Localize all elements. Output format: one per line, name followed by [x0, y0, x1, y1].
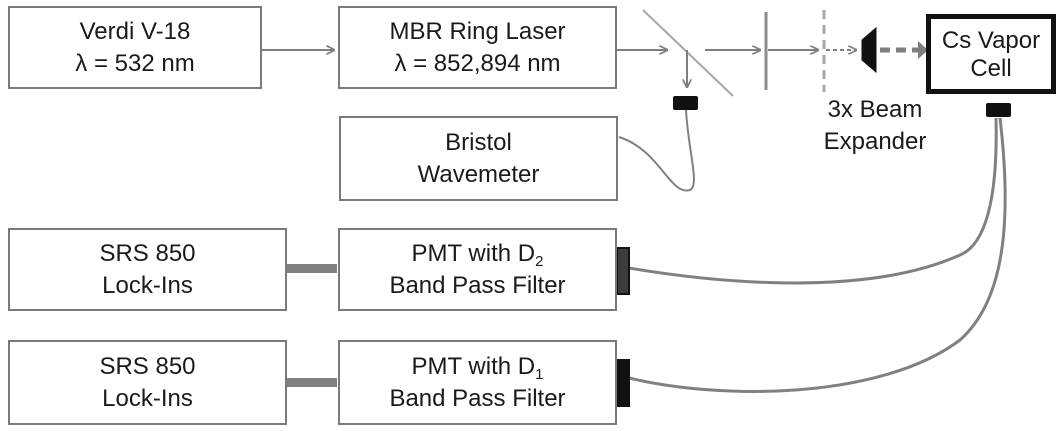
verdi-pump-laser-box: Verdi V-18 λ = 532 nm	[8, 6, 262, 89]
verdi-wavelength: λ = 532 nm	[75, 49, 195, 77]
cs-cell-label-2: Cell	[970, 55, 1012, 82]
wavemeter-type: Wavemeter	[417, 160, 540, 188]
expanded-beam-arrowhead	[918, 41, 928, 59]
lockin-top-box: SRS 850 Lock-Ins	[8, 228, 287, 311]
fiber-coupler-cell	[986, 103, 1011, 117]
pmt-d1-box: PMT with D1 Band Pass Filter	[338, 340, 617, 425]
fiber-to-wavemeter	[618, 109, 695, 192]
cable-lockin-pmt-d2	[287, 264, 337, 273]
cs-cell-label-1: Cs Vapor	[941, 27, 1041, 54]
fiber-cell-to-pmt-d2	[628, 117, 998, 285]
ring-laser-box: MBR Ring Laser λ = 852,894 nm	[338, 6, 617, 89]
beam-expander-label-2: Expander	[823, 128, 927, 155]
fiber-coupler-wavemeter	[673, 96, 698, 110]
lockin-top-model: SRS 850	[99, 239, 196, 267]
verdi-model: Verdi V-18	[79, 17, 191, 45]
pmt-d2-fiber-port	[616, 247, 630, 295]
pmt-d1-fiber-port	[616, 359, 630, 407]
lockin-top-type: Lock-Ins	[102, 271, 193, 299]
pmt-d1-label-2: Band Pass Filter	[389, 384, 566, 412]
pmt-d1-label-1: PMT with D1	[412, 351, 544, 383]
wavemeter-box: Bristol Wavemeter	[339, 116, 618, 201]
pmt-d2-subscript: 2	[535, 252, 544, 270]
lockin-bottom-type: Lock-Ins	[102, 384, 193, 412]
beam-expander-label-1: 3x Beam	[827, 96, 923, 123]
cs-vapor-cell-box: Cs Vapor Cell	[926, 14, 1056, 94]
cable-lockin-pmt-d1	[287, 378, 337, 387]
beam-expander-icon	[861, 26, 877, 74]
ring-laser-wavelength: λ = 852,894 nm	[394, 49, 561, 77]
lockin-bottom-box: SRS 850 Lock-Ins	[8, 340, 287, 425]
pmt-d2-box: PMT with D2 Band Pass Filter	[338, 228, 617, 311]
lockin-bottom-model: SRS 850	[99, 352, 196, 380]
pmt-d2-label-2: Band Pass Filter	[389, 271, 566, 299]
pmt-d2-label-1: PMT with D2	[412, 238, 544, 270]
ring-laser-model: MBR Ring Laser	[389, 17, 566, 45]
pmt-d1-subscript: 1	[535, 365, 544, 383]
fiber-cell-to-pmt-d1	[628, 117, 1007, 393]
pmt-d1-prefix: PMT with D	[411, 352, 536, 380]
pmt-d2-prefix: PMT with D	[411, 239, 536, 267]
wavemeter-brand: Bristol	[445, 128, 512, 156]
beam-expander-label: 3x Beam Expander	[795, 94, 955, 158]
